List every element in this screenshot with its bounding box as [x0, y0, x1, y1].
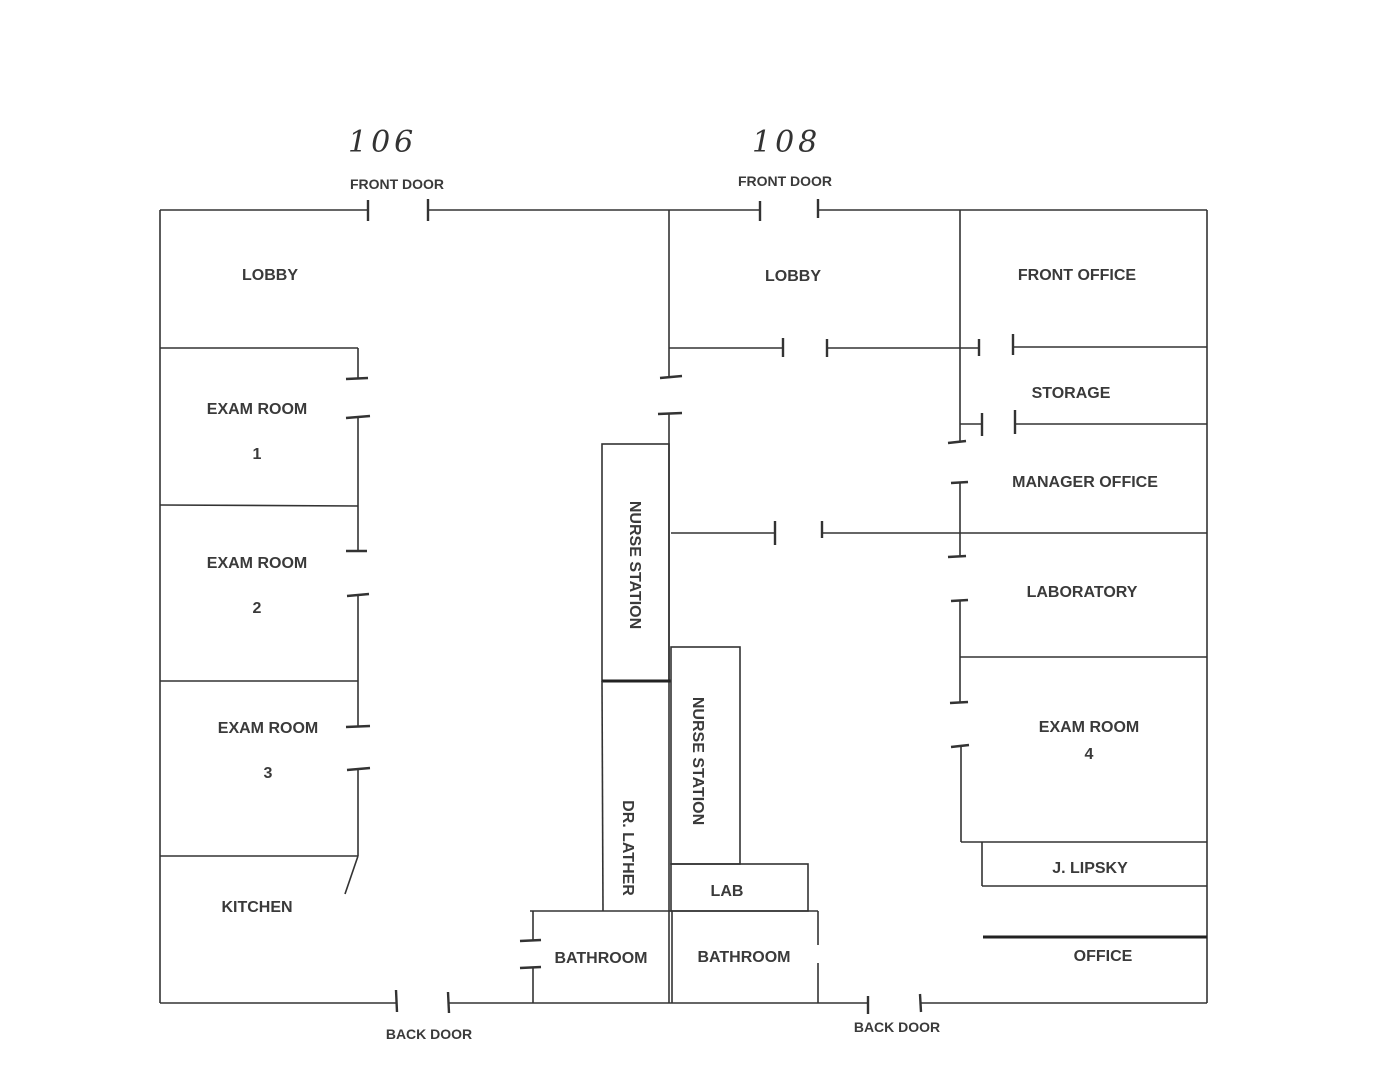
room-label-lobby-106: LOBBY: [242, 267, 298, 284]
room-label-exam-room-3: EXAM ROOM: [218, 720, 318, 737]
center-rooms-walls: [519, 443, 819, 1003]
front-door-108[interactable]: [758, 199, 820, 221]
room-label-manager-office: MANAGER OFFICE: [1012, 474, 1158, 491]
room-label-bathroom-2: BATHROOM: [697, 949, 790, 966]
room-label-lobby-108: LOBBY: [765, 268, 821, 285]
right-rooms-walls: [669, 210, 1207, 939]
room-label-laboratory: LABORATORY: [1027, 584, 1138, 601]
front-door-label-106: FRONT DOOR: [350, 176, 444, 192]
room-label-j-lipsky: J. LIPSKY: [1052, 860, 1128, 877]
room-number-exam-room-2: 2: [253, 600, 262, 617]
room-label-lab: LAB: [711, 883, 744, 900]
back-door-106[interactable]: [394, 989, 451, 1014]
left-rooms-walls: [159, 347, 371, 895]
room-number-exam-room-1: 1: [253, 446, 262, 463]
back-door-label-108: BACK DOOR: [854, 1019, 940, 1035]
room-label-front-office: FRONT OFFICE: [1018, 267, 1137, 284]
room-label-exam-room-1: EXAM ROOM: [207, 401, 307, 418]
exterior-walls: [159, 209, 1208, 1004]
room-label-nurse-station-1: NURSE STATION: [626, 501, 643, 629]
back-door-108[interactable]: [866, 993, 923, 1014]
room-number-exam-room-4: 4: [1085, 746, 1094, 763]
front-door-106[interactable]: [366, 199, 430, 221]
front-door-label-108: FRONT DOOR: [738, 173, 832, 189]
room-label-nurse-station-2: NURSE STATION: [689, 697, 706, 825]
room-number-exam-room-3: 3: [264, 765, 273, 782]
suite-divider-wall: [657, 210, 683, 1003]
suite-number-106: 106: [348, 125, 417, 160]
room-label-exam-room-4: EXAM ROOM: [1039, 719, 1139, 736]
room-label-bathroom-1: BATHROOM: [554, 950, 647, 967]
room-label-office: OFFICE: [1074, 948, 1133, 965]
back-door-label-106: BACK DOOR: [386, 1026, 472, 1042]
room-label-kitchen: KITCHEN: [221, 899, 292, 916]
room-label-storage: STORAGE: [1032, 385, 1111, 402]
room-label-dr-lather: DR. LATHER: [619, 800, 636, 896]
room-label-exam-room-2: EXAM ROOM: [207, 555, 307, 572]
suite-number-108: 108: [752, 125, 821, 160]
